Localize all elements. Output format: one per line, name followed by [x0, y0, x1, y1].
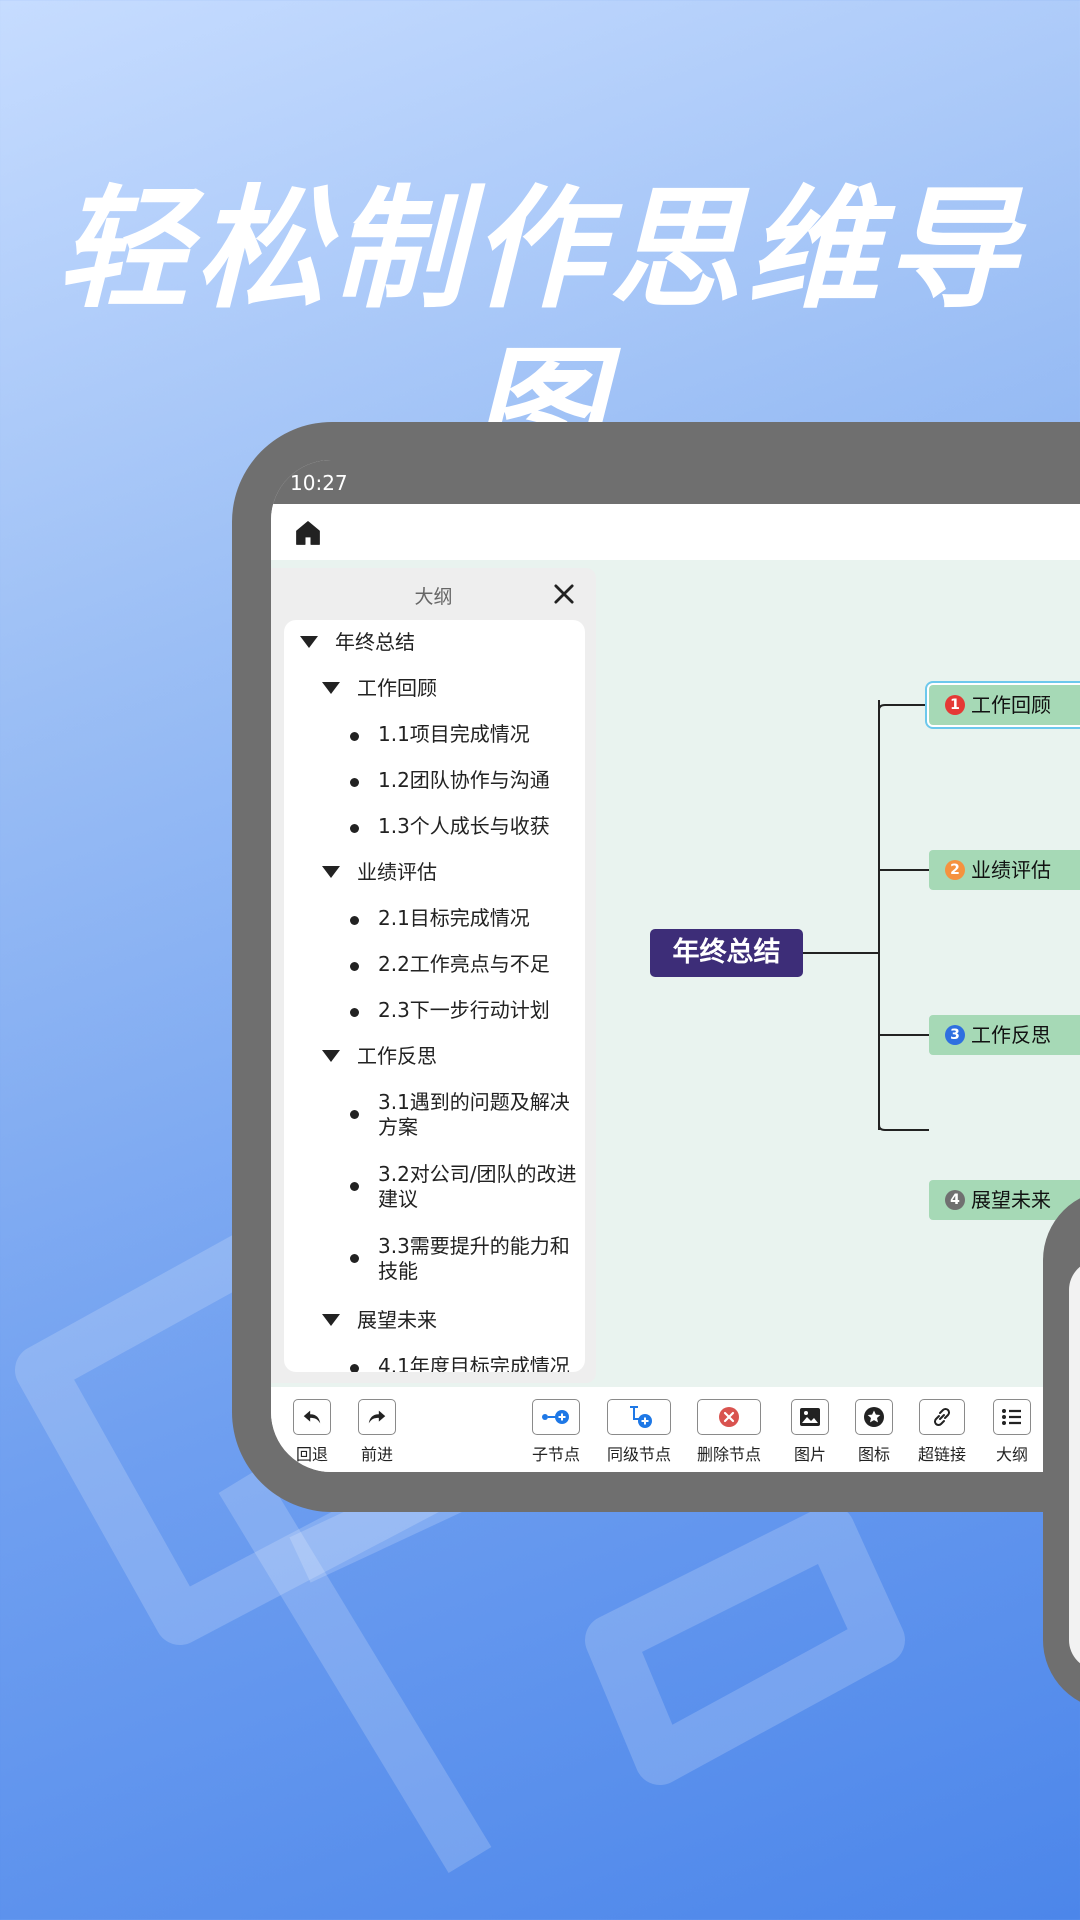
collapse-triangle-icon[interactable]: [322, 682, 340, 694]
child-node-icon: [542, 1410, 569, 1424]
insert-hyperlink-button[interactable]: 超链接: [916, 1399, 968, 1465]
mindmap-connectors: [803, 700, 929, 1131]
node-label: 展望未来: [971, 1188, 1051, 1212]
close-icon[interactable]: [550, 580, 578, 608]
status-bar: 10:27: [271, 460, 1080, 504]
list-icon: [1002, 1409, 1021, 1425]
delete-icon: [719, 1407, 739, 1427]
mindmap-node-4[interactable]: 4 展望未来: [929, 1180, 1080, 1220]
outline-button[interactable]: 大纲: [991, 1399, 1033, 1465]
status-time: 10:27: [290, 471, 348, 495]
bullet-icon: [350, 1182, 359, 1191]
headline: 轻松制作思维导图: [57, 173, 1023, 487]
outline-list: 年终总结 工作回顾 1.1项目完成情况 1.2团队协作与沟通 1.3个人成长与收…: [284, 620, 585, 1372]
insert-icon-button[interactable]: 图标: [853, 1399, 895, 1465]
bottom-toolbar: 回退 前进 子节点 同级节点 删除节点: [271, 1387, 1080, 1472]
bullet-icon: [350, 732, 359, 741]
collapse-triangle-icon[interactable]: [322, 1050, 340, 1062]
bullet-icon: [350, 1254, 359, 1263]
mindmap-node-3[interactable]: 3 工作反思: [929, 1015, 1080, 1055]
star-icon: [864, 1407, 884, 1427]
add-sibling-node-button[interactable]: 同级节点: [605, 1399, 673, 1465]
mindmap-node-1[interactable]: 1 工作回顾: [929, 685, 1080, 725]
node-number-badge: 3: [945, 1025, 965, 1045]
undo-button[interactable]: 回退: [291, 1399, 333, 1465]
bullet-icon: [350, 1364, 359, 1372]
bullet-icon: [350, 962, 359, 971]
node-label: 工作回顾: [971, 693, 1051, 717]
node-label: 业绩评估: [971, 858, 1051, 882]
node-label: 工作反思: [971, 1023, 1051, 1047]
collapse-triangle-icon[interactable]: [300, 636, 318, 648]
redo-icon: [368, 1410, 386, 1424]
node-number-badge: 2: [945, 860, 965, 880]
node-number-badge: 4: [945, 1190, 965, 1210]
add-child-node-button[interactable]: 子节点: [528, 1399, 584, 1465]
tablet-screen: 10:27 年终总结 1 工作回顾 2 业绩评估 3 工作反思 4 展望未来 大…: [271, 460, 1080, 1472]
bullet-icon: [350, 1008, 359, 1017]
node-number-badge: 1: [945, 695, 965, 715]
image-icon: [800, 1408, 820, 1426]
delete-node-button[interactable]: 删除节点: [693, 1399, 765, 1465]
bullet-icon: [350, 916, 359, 925]
home-icon[interactable]: [293, 518, 323, 548]
undo-icon: [303, 1410, 321, 1424]
outline-title: 大纲: [414, 586, 453, 608]
insert-image-button[interactable]: 图片: [789, 1399, 831, 1465]
link-icon: [933, 1407, 951, 1427]
collapse-triangle-icon[interactable]: [322, 1314, 340, 1326]
bullet-icon: [350, 824, 359, 833]
app-bar: [271, 504, 1080, 560]
collapse-triangle-icon[interactable]: [322, 866, 340, 878]
phone-screen: [1069, 1260, 1080, 1670]
redo-button[interactable]: 前进: [356, 1399, 398, 1465]
mindmap-root-node[interactable]: 年终总结: [650, 929, 803, 977]
bullet-icon: [350, 1110, 359, 1119]
bullet-icon: [350, 778, 359, 787]
sibling-node-icon: [630, 1406, 652, 1428]
mindmap-node-2[interactable]: 2 业绩评估: [929, 850, 1080, 890]
outline-panel: 大纲 年终总结 工作回顾 1.1项目完成情况 1.2团队协作与沟通: [271, 568, 596, 1383]
